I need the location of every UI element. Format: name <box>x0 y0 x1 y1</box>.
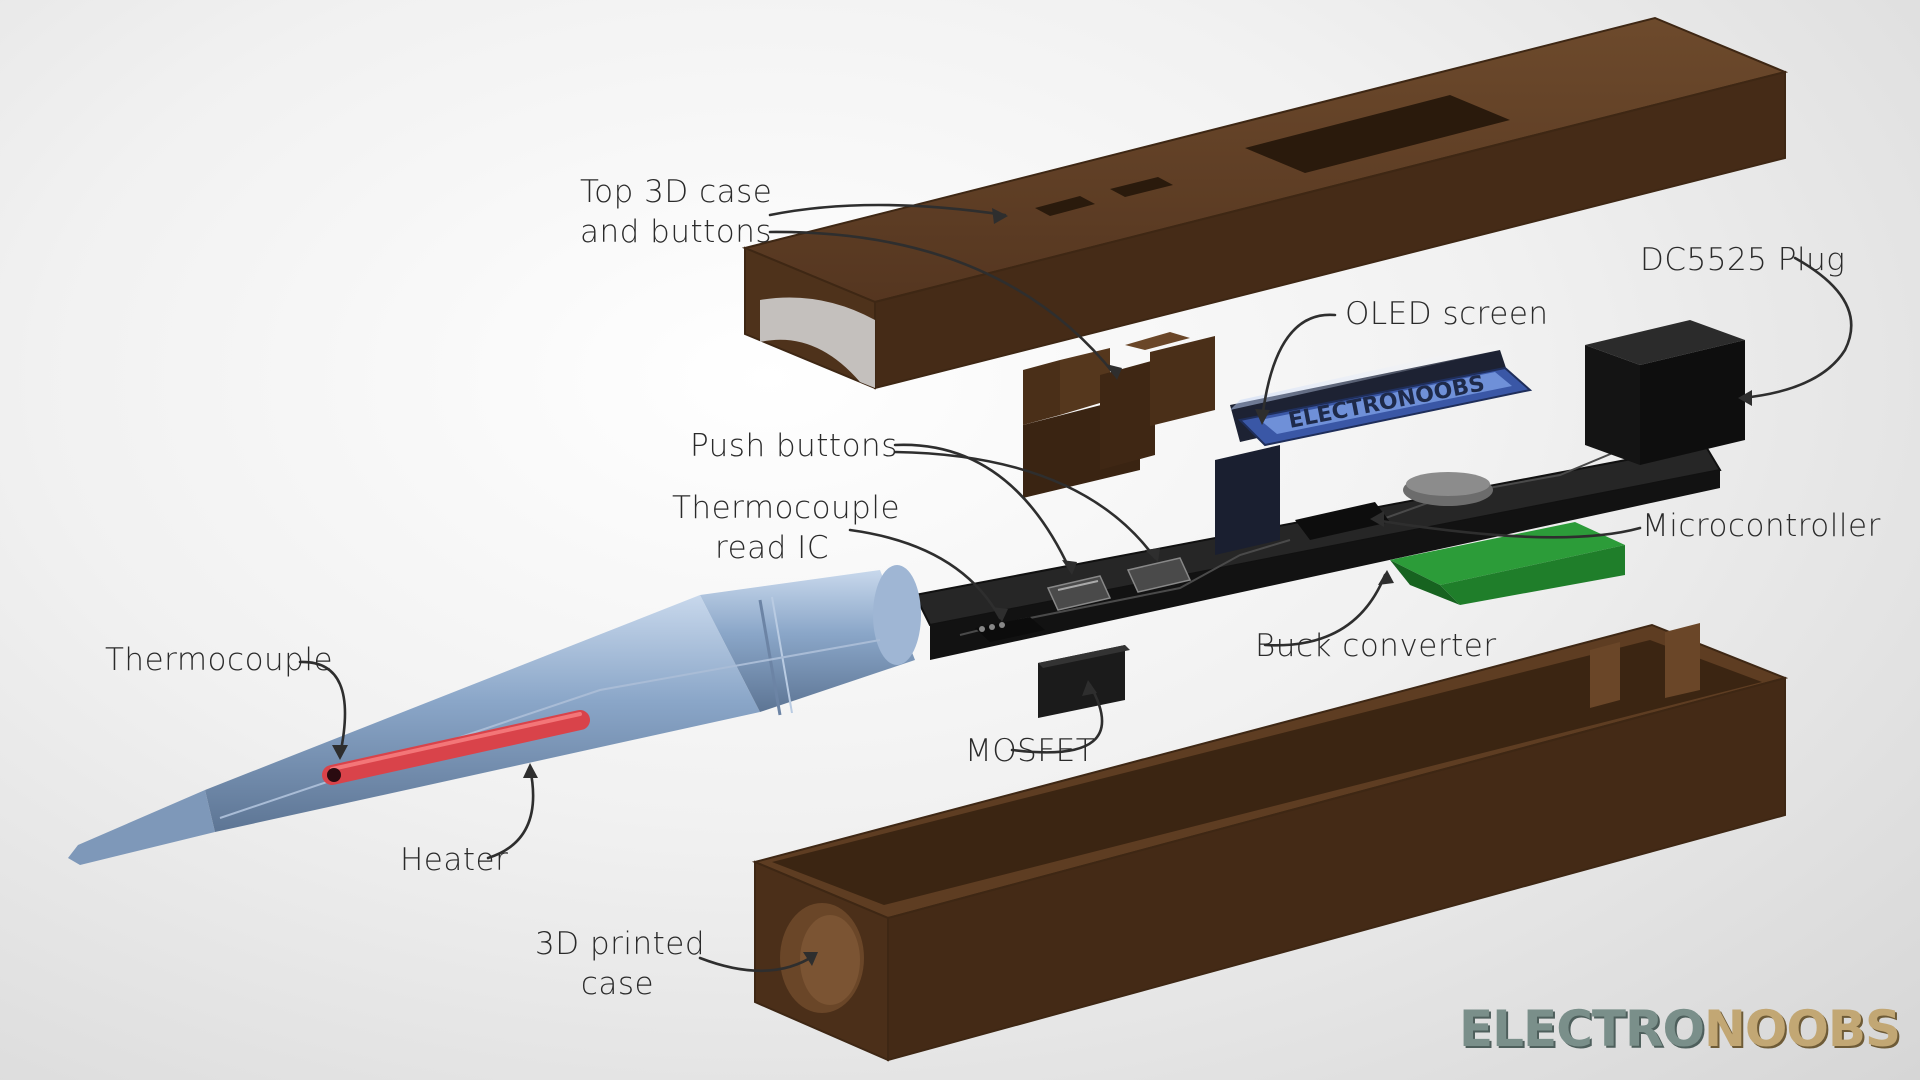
label-heater: Heater <box>400 842 509 878</box>
top-case <box>741 16 1789 390</box>
label-bottom-case: 3D printed case <box>535 924 706 1004</box>
soldering-tip <box>68 565 921 865</box>
label-tc-ic-line2: read IC <box>715 530 829 566</box>
label-tc-ic: Thermocouple read IC <box>672 488 901 568</box>
electronoobs-logo: ELECTRONOOBS <box>1459 1000 1901 1058</box>
label-buck: Buck converter <box>1255 628 1497 664</box>
label-tc-ic-line1: Thermocouple <box>672 490 901 526</box>
button-hole-2 <box>1110 177 1173 197</box>
logo-part1: ELECTRO <box>1459 1000 1705 1058</box>
label-top-case: Top 3D case and buttons <box>580 172 773 252</box>
microcontroller-chip <box>1295 472 1493 540</box>
heater-element <box>322 710 590 785</box>
callout-lines <box>298 203 1853 973</box>
label-mosfet: MOSFET <box>965 733 1096 769</box>
label-top-case-line2: and buttons <box>580 214 773 250</box>
thermocouple-point <box>327 768 341 782</box>
label-microcontroller: Microcontroller <box>1642 508 1881 544</box>
bottom-case <box>751 623 1789 1062</box>
callout-arrowheads <box>332 208 1752 966</box>
mosfet-component <box>1038 645 1130 718</box>
label-thermocouple: Thermocouple <box>105 642 334 678</box>
pcb-push-buttons <box>1046 557 1192 611</box>
dc-plug <box>1585 320 1745 465</box>
label-push-buttons: Push buttons <box>690 428 898 464</box>
label-top-case-line1: Top 3D case <box>580 174 773 210</box>
thermocouple-ic <box>975 617 1045 642</box>
label-bottom-case-line1: 3D printed <box>535 926 706 962</box>
button-hole-1 <box>1035 196 1095 216</box>
logo-part2: NOOBS <box>1704 1000 1901 1058</box>
label-dc-plug: DC5525 Plug <box>1640 242 1846 278</box>
label-bottom-case-line2: case <box>580 966 655 1002</box>
label-oled: OLED screen <box>1345 296 1549 332</box>
button-caps <box>1023 332 1215 498</box>
screen-window <box>1245 95 1510 173</box>
